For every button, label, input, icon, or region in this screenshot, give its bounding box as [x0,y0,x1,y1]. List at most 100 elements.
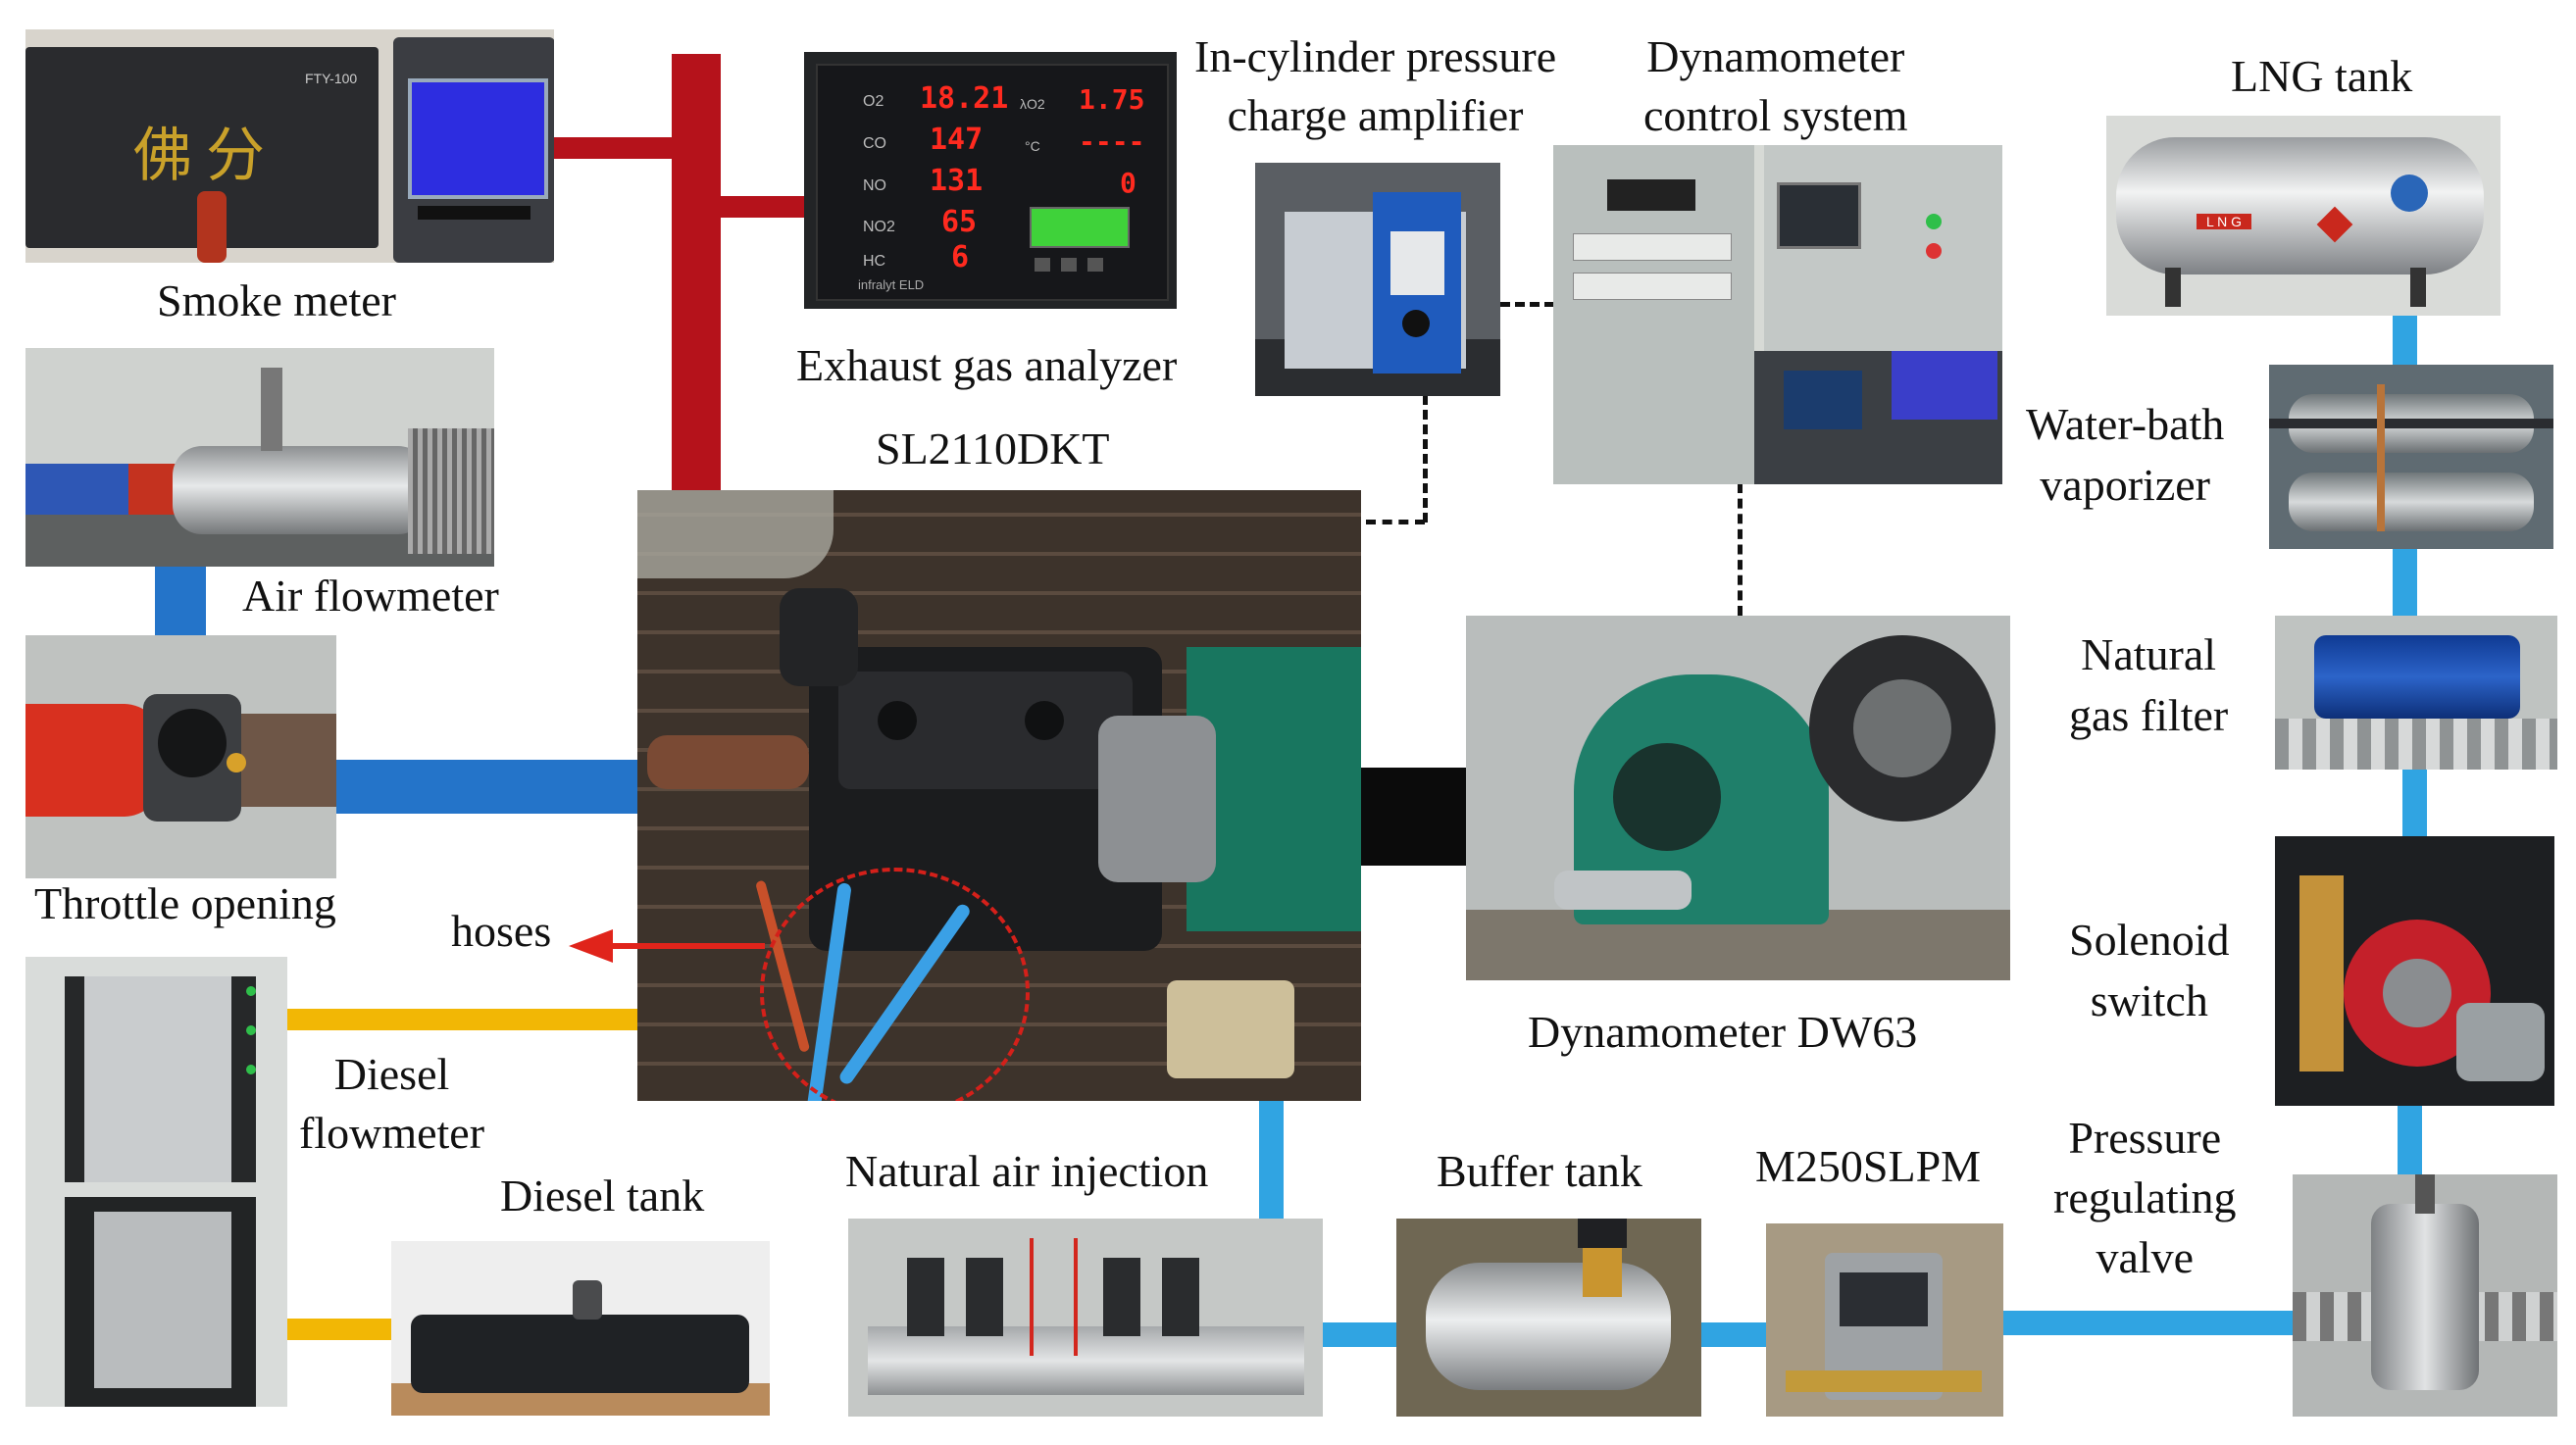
dyno-control-label-line1: Dynamometer [1646,31,1905,81]
exhaust-line-trunk [672,54,721,490]
analyzer-row-co-value: 147 [930,123,984,157]
air-line-throttle-engine [336,760,637,814]
mass-flowmeter-label: M250SLPM [1755,1141,1982,1191]
water-bath-label-line2: vaporizer [2040,460,2210,511]
diesel-flowmeter-label-line2: flowmeter [299,1107,485,1158]
diesel-flowmeter-photo [25,957,287,1407]
smoke-meter-label: Smoke meter [157,275,396,325]
air-line-flowmeter-throttle [155,567,206,635]
exhaust-gas-analyzer-photo: O2 18.21 CO 147 NO 131 NO2 65 HC 6 infra… [804,52,1177,309]
analyzer-row-hc-value: 6 [951,240,970,274]
gas-line-filter-solenoid [2402,770,2427,836]
dyno-control-label: Dynamometer control system [1643,27,1908,145]
diesel-flowmeter-cabinet-top [65,976,256,1182]
analyzer-row-o2-value: 18.21 [920,81,1009,116]
charge-amplifier-photo [1255,163,1500,396]
analyzer-right-row-1-value: 1.75 [1079,83,1145,116]
water-bath-label-line1: Water-bath [2026,399,2225,449]
dyno-control-system-photo [1553,145,2002,484]
gas-line-solenoid-valve [2398,1106,2422,1174]
injection-rail [868,1326,1304,1395]
analyzer-row-co-name: CO [863,135,886,152]
pressure-valve-label-line3: valve [2096,1232,2195,1283]
water-bath-vaporizer-label: Water-bath vaporizer [2026,394,2224,516]
dyno-control-label-line2: control system [1643,89,1908,140]
solenoid-switch-photo [2275,836,2554,1106]
diesel-flowmeter-label: Diesel flowmeter [299,1045,484,1163]
pressure-regulating-valve-photo [2293,1174,2557,1417]
smoke-meter-brand-text: 佛分 [133,122,278,190]
lng-tank-label: LNG tank [2231,51,2413,101]
analyzer-right-row-2-name: °C [1025,138,1040,154]
solenoid-switch-label: Solenoid switch [2069,910,2230,1031]
analyzer-row-no2-value: 65 [941,205,978,239]
natural-air-injection-photo [848,1219,1323,1417]
analyzer-row-no-value: 131 [930,164,984,198]
dynamometer-photo [1466,616,2010,980]
charge-amplifier-label: In-cylinder pressure charge amplifier [1194,27,1556,145]
analyzer-lcd [1030,207,1130,248]
natural-gas-filter-label: Natural gas filter [2069,624,2228,746]
buffer-tank-label: Buffer tank [1437,1146,1642,1196]
mass-flowmeter-photo [1766,1223,2003,1417]
analyzer-brand-text: infralyt ELD [858,277,925,292]
analyzer-row-no2-name: NO2 [863,219,895,235]
smoke-meter-model-text: FTY-100 [305,71,358,86]
air-flowmeter-photo [25,348,494,567]
pressure-regulating-valve-label: Pressure regulating valve [2053,1108,2237,1288]
smoke-meter-photo: FTY-100 佛分 [25,29,554,263]
hoses-label: hoses [451,906,552,956]
diesel-flowmeter-label-line1: Diesel [333,1049,450,1099]
natural-gas-filter-label-line1: Natural [2081,629,2217,679]
filter-body [2314,635,2520,719]
throttle-opening-label: Throttle opening [34,878,336,928]
charge-amplifier-label-line2: charge amplifier [1227,89,1524,140]
natural-gas-filter-photo [2275,616,2557,770]
buffer-tank-photo [1396,1219,1701,1417]
natural-gas-filter-label-line2: gas filter [2069,690,2229,741]
lng-tank-photo: L N G [2106,116,2500,316]
exhaust-line-analyzer [721,196,804,218]
gas-line-injection-engine [1259,1101,1284,1219]
smoke-meter-screen [408,78,548,199]
exhaust-gas-analyzer-label: Exhaust gas analyzer [796,340,1178,390]
gas-line-flowmeter-buffer [1701,1322,1766,1347]
water-bath-vaporizer-photo [2269,365,2553,549]
analyzer-right-row-3-value: 0 [1120,167,1136,199]
pressure-valve-label-line2: regulating [2053,1172,2237,1223]
pressure-valve-label-line1: Pressure [2068,1113,2222,1163]
gas-line-vaporizer-filter [2393,549,2417,616]
engine-photo [637,490,1361,1101]
valve-body [2371,1204,2479,1390]
hoses-arrow [569,929,765,963]
diesel-tank-body [411,1315,749,1393]
air-flowmeter-label: Air flowmeter [242,571,499,621]
dynamometer-label: Dynamometer DW63 [1528,1007,1918,1057]
natural-air-injection-label: Natural air injection [845,1146,1209,1196]
throttle-opening-photo [25,635,336,878]
solenoid-label-line1: Solenoid [2069,915,2230,965]
shaft-engine-dynamometer [1361,768,1466,866]
engine-label: SL2110DKT [876,424,1110,473]
diesel-line-tank [287,1319,391,1340]
gas-line-lng-vaporizer [2393,316,2417,365]
exhaust-line-smoke-meter [554,137,672,159]
gas-line-valve-flowmeter [2003,1311,2293,1335]
lng-tag-text: L N G [2197,214,2252,229]
solenoid-label-line2: switch [2090,975,2208,1026]
analyzer-row-o2-name: O2 [863,93,884,110]
diesel-line-flowmeter-engine [287,1009,637,1030]
lng-tank-body [2116,137,2484,274]
charge-amplifier-label-line1: In-cylinder pressure [1194,31,1557,81]
analyzer-row-hc-name: HC [863,253,886,270]
buffer-tank-body [1426,1263,1671,1390]
gas-line-buffer-injection [1323,1322,1396,1347]
diesel-tank-photo [391,1241,770,1416]
signal-line-engine-amplifier [1366,520,1425,524]
analyzer-row-no-name: NO [863,177,886,194]
air-flowmeter-body [173,446,428,534]
analyzer-right-row-1-name: λO2 [1020,96,1045,112]
signal-line-control-dynamometer [1738,483,1743,616]
diesel-tank-label: Diesel tank [500,1171,705,1221]
